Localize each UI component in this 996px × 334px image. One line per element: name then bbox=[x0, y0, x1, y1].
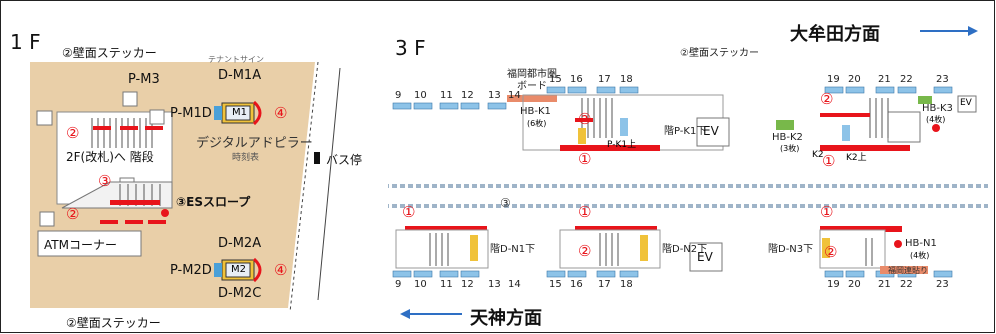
pm1d-label: P-M1D bbox=[170, 106, 212, 121]
hbk3-count: (4枚) bbox=[926, 115, 946, 124]
circle-1-mark: ① bbox=[822, 152, 836, 170]
track-number: 16 bbox=[570, 279, 583, 290]
dm2a-label: D-M2A bbox=[218, 236, 262, 251]
hbk1-label: HB-K1 bbox=[520, 106, 551, 117]
dn3-down-label: 階D-N3下 bbox=[768, 244, 814, 255]
ev-label: EV bbox=[703, 124, 719, 138]
track-number: 16 bbox=[570, 74, 583, 85]
circle-3-mark: ③ bbox=[500, 196, 511, 210]
circle-3-mark: ③ bbox=[98, 172, 112, 190]
ev-label: EV bbox=[960, 98, 972, 108]
number-4-mark: ④ bbox=[274, 261, 288, 279]
track-number: 14 bbox=[508, 279, 521, 290]
track-number: 23 bbox=[936, 279, 949, 290]
track-number: 18 bbox=[620, 74, 633, 85]
track-number: 21 bbox=[878, 279, 891, 290]
hbk2-count: (3枚) bbox=[780, 144, 800, 153]
dm2c-label: D-M2C bbox=[218, 286, 262, 301]
track-number: 20 bbox=[848, 74, 861, 85]
track-number: 12 bbox=[461, 279, 474, 290]
circle-2-mark: ② bbox=[66, 205, 80, 223]
bus-stop-marker bbox=[314, 152, 320, 164]
digital-ad-pillar-label: デジタルアドピラー bbox=[196, 136, 313, 151]
atm-corner-label: ATMコーナー bbox=[44, 238, 117, 252]
wall-sticker-label: ②壁面ステッカー bbox=[680, 48, 759, 59]
circle-1-mark: ① bbox=[402, 203, 416, 221]
track-number: 13 bbox=[488, 279, 501, 290]
m1-label: M1 bbox=[232, 107, 247, 118]
track-number: 14 bbox=[508, 90, 521, 101]
track-number: 20 bbox=[848, 279, 861, 290]
track-number: 10 bbox=[414, 90, 427, 101]
track-number: 23 bbox=[936, 74, 949, 85]
fukuoka-sticker-label: 福岡連貼り bbox=[888, 266, 928, 275]
track-number: 10 bbox=[414, 279, 427, 290]
circle-1-mark: ① bbox=[578, 203, 592, 221]
k2-up-label: K2上 bbox=[846, 153, 867, 163]
circle-1-mark: ① bbox=[578, 150, 592, 168]
track-number: 17 bbox=[598, 74, 611, 85]
track-number: 18 bbox=[620, 279, 633, 290]
track-number: 9 bbox=[395, 279, 402, 290]
track-number: 11 bbox=[440, 279, 453, 290]
track-number: 9 bbox=[395, 90, 402, 101]
direction-omuta: 大牟田方面 bbox=[790, 24, 880, 45]
circle-2-mark: ② bbox=[824, 243, 838, 261]
track-number: 13 bbox=[488, 90, 501, 101]
track-number: 22 bbox=[900, 74, 913, 85]
hbn1-label: HB-N1 bbox=[905, 238, 937, 249]
floor-label-1f: 1 F bbox=[10, 30, 41, 54]
track-number: 11 bbox=[440, 90, 453, 101]
city-board-label: 福岡都市圏 bbox=[507, 69, 557, 80]
hbk3-label: HB-K3 bbox=[922, 103, 953, 114]
track-number: 19 bbox=[827, 279, 840, 290]
circle-2-mark: ② bbox=[578, 110, 592, 128]
wall-sticker-label: ②壁面ステッカー bbox=[62, 46, 157, 60]
floor-label-3f: 3 F bbox=[395, 36, 426, 60]
circle-1-mark: ① bbox=[820, 203, 834, 221]
number-4-mark: ④ bbox=[274, 104, 288, 122]
track-number: 21 bbox=[878, 74, 891, 85]
bus-stop-label: バス停 bbox=[326, 153, 363, 167]
hbk2-label: HB-K2 bbox=[772, 132, 803, 143]
es-slope-label: ③ESスロープ bbox=[176, 195, 251, 209]
hbn1-count: (4枚) bbox=[910, 251, 930, 260]
pm2d-label: P-M2D bbox=[170, 263, 212, 278]
dn1-down-label: 階D-N1下 bbox=[490, 244, 536, 255]
track-number: 22 bbox=[900, 279, 913, 290]
k2-label: K2 bbox=[812, 150, 824, 160]
track-number: 17 bbox=[598, 279, 611, 290]
track-number: 19 bbox=[827, 74, 840, 85]
direction-tenjin: 天神方面 bbox=[470, 308, 542, 329]
wall-sticker-label: ②壁面ステッカー bbox=[66, 316, 161, 330]
circle-2-mark: ② bbox=[820, 90, 834, 108]
hbk1-count: (6枚) bbox=[527, 119, 547, 128]
ev-label: EV bbox=[697, 250, 713, 264]
stairs-to-2f-label: 2F(改札)へ 階段 bbox=[66, 148, 154, 165]
circle-2-mark: ② bbox=[66, 124, 80, 142]
timetable-label: 時刻表 bbox=[232, 153, 260, 163]
pk1-down-label: 階P-K1下 bbox=[664, 126, 707, 137]
pk1-up-label: P-K1上 bbox=[607, 140, 637, 150]
circle-2-mark: ② bbox=[578, 242, 592, 260]
dm1a-label: D-M1A bbox=[218, 68, 262, 83]
city-board-label: ボード bbox=[517, 81, 547, 92]
track-number: 15 bbox=[549, 279, 562, 290]
track-number: 12 bbox=[461, 90, 474, 101]
dn2-down-label: 階D-N2下 bbox=[662, 244, 708, 255]
tenant-sign-label: テナントサイン bbox=[208, 55, 264, 64]
track-number: 15 bbox=[549, 74, 562, 85]
pm3-label: P-M3 bbox=[128, 72, 160, 87]
m2-label: M2 bbox=[231, 264, 246, 275]
